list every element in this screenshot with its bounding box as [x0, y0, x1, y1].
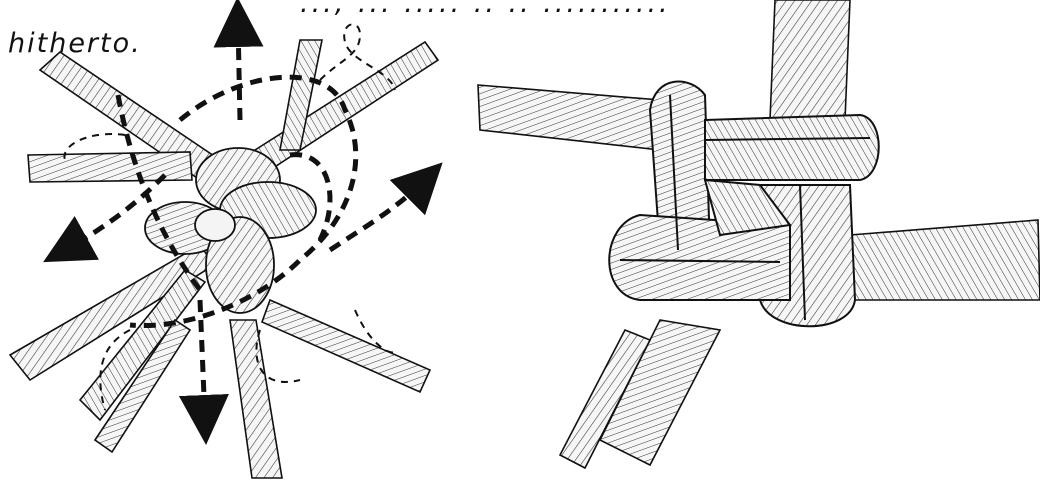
right-knot-core — [609, 81, 879, 326]
left-knot-figure — [10, 22, 438, 478]
right-knot-figure — [478, 0, 1040, 468]
